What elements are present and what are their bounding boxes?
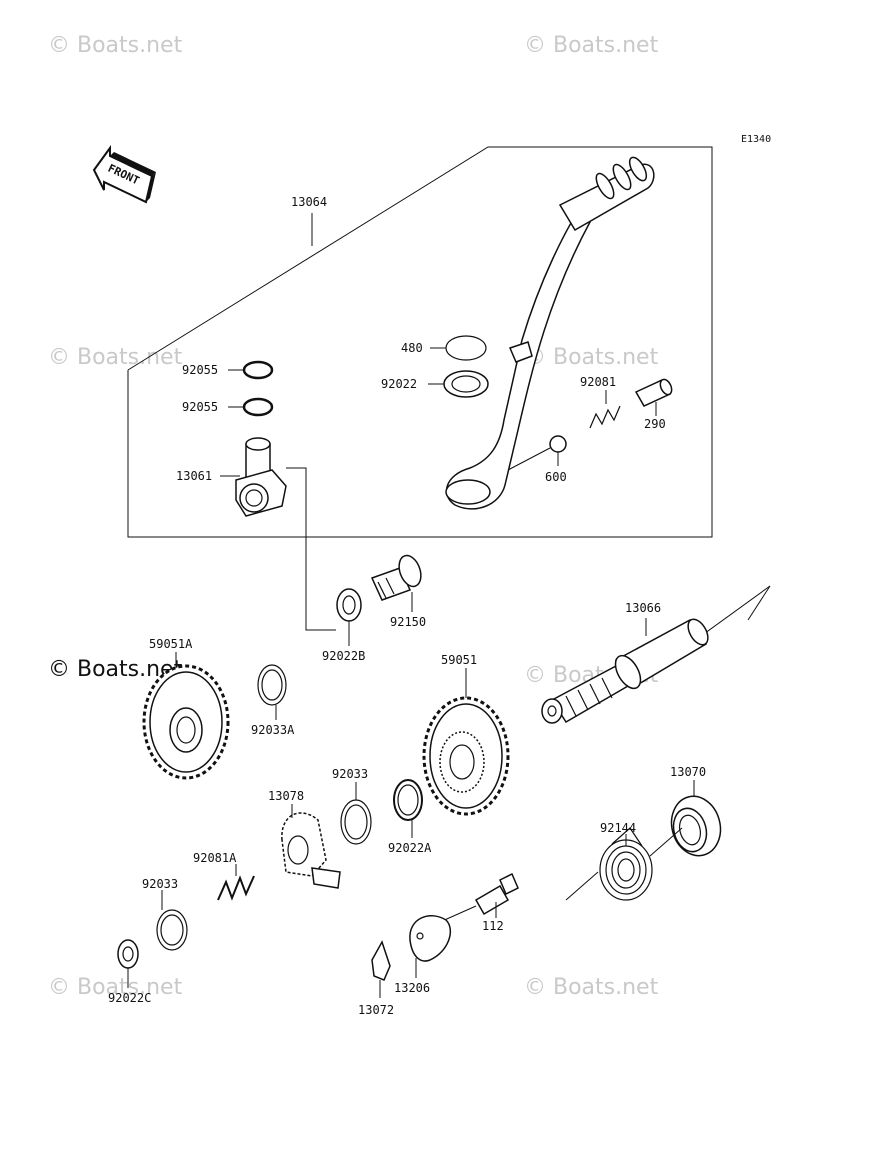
o-ring-92055 [242, 360, 274, 380]
washer-92022B [336, 588, 362, 622]
part-label-92033A: 92033A [251, 723, 295, 737]
boss-13061 [235, 437, 287, 517]
gear-59051A [142, 664, 230, 780]
part-label-92022: 92022 [381, 377, 417, 391]
diagram-code: E1340 [741, 134, 771, 145]
washer-92022 [443, 370, 489, 398]
watermark-dark: © Boats.net [48, 657, 183, 682]
part-label-59051A: 59051A [149, 637, 193, 651]
part-label-112: 112 [482, 919, 504, 933]
ball-600 [549, 435, 567, 453]
part-label-92033: 92033 [142, 877, 178, 891]
part-label-92033: 92033 [332, 767, 368, 781]
circlip-92033 [156, 909, 188, 951]
watermark: © Boats.net [48, 33, 183, 58]
part-label-13066: 13066 [625, 601, 661, 615]
part-label-600: 600 [545, 470, 567, 484]
spring-92081A [217, 875, 255, 901]
assembly-frame [127, 146, 713, 538]
watermark: © Boats.net [524, 975, 659, 1000]
pin-290 [634, 378, 673, 407]
leader-13061-92022B [286, 467, 336, 631]
part-label-480: 480 [401, 341, 423, 355]
part-label-13072: 13072 [358, 1003, 394, 1017]
part-label-92150: 92150 [390, 615, 426, 629]
part-label-13070: 13070 [670, 765, 706, 779]
part-label-59051: 59051 [441, 653, 477, 667]
guide-13206 [409, 915, 451, 962]
circlip-92033A [257, 664, 287, 706]
watermark: © Boats.net [524, 33, 659, 58]
part-label-13061: 13061 [176, 469, 212, 483]
bolt-112 [439, 872, 519, 923]
collar-13070 [670, 795, 722, 857]
part-label-13078: 13078 [268, 789, 304, 803]
watermark: © Boats.net [48, 345, 183, 370]
part-label-92081: 92081 [580, 375, 616, 389]
circlip-480 [445, 335, 487, 361]
kick-shaft-13066 [541, 585, 771, 724]
part-label-290: 290 [644, 417, 666, 431]
stopper-13072 [371, 940, 391, 981]
part-label-92022C: 92022C [108, 991, 151, 1005]
watermark: © Boats.net [524, 345, 659, 370]
o-ring-92055 [242, 397, 274, 417]
kick-pedal-arm [445, 156, 655, 510]
washer-92022C [117, 939, 139, 969]
part-label-92055: 92055 [182, 363, 218, 377]
watermark: © Boats.net [48, 975, 183, 1000]
part-label-92022A: 92022A [388, 841, 432, 855]
bolt-92150 [370, 554, 422, 601]
gear-59051 [422, 696, 510, 816]
part-label-13064: 13064 [291, 195, 327, 209]
washer-92022A [393, 779, 423, 821]
ratchet-13078 [281, 812, 341, 889]
part-label-92144: 92144 [600, 821, 636, 835]
part-label-92055: 92055 [182, 400, 218, 414]
part-label-13206: 13206 [394, 981, 430, 995]
spring-92081 [589, 405, 621, 429]
front-arrow-icon: FRONT [92, 144, 156, 204]
part-label-92022B: 92022B [322, 649, 365, 663]
part-label-92081A: 92081A [193, 851, 237, 865]
spring-92144 [565, 827, 683, 901]
